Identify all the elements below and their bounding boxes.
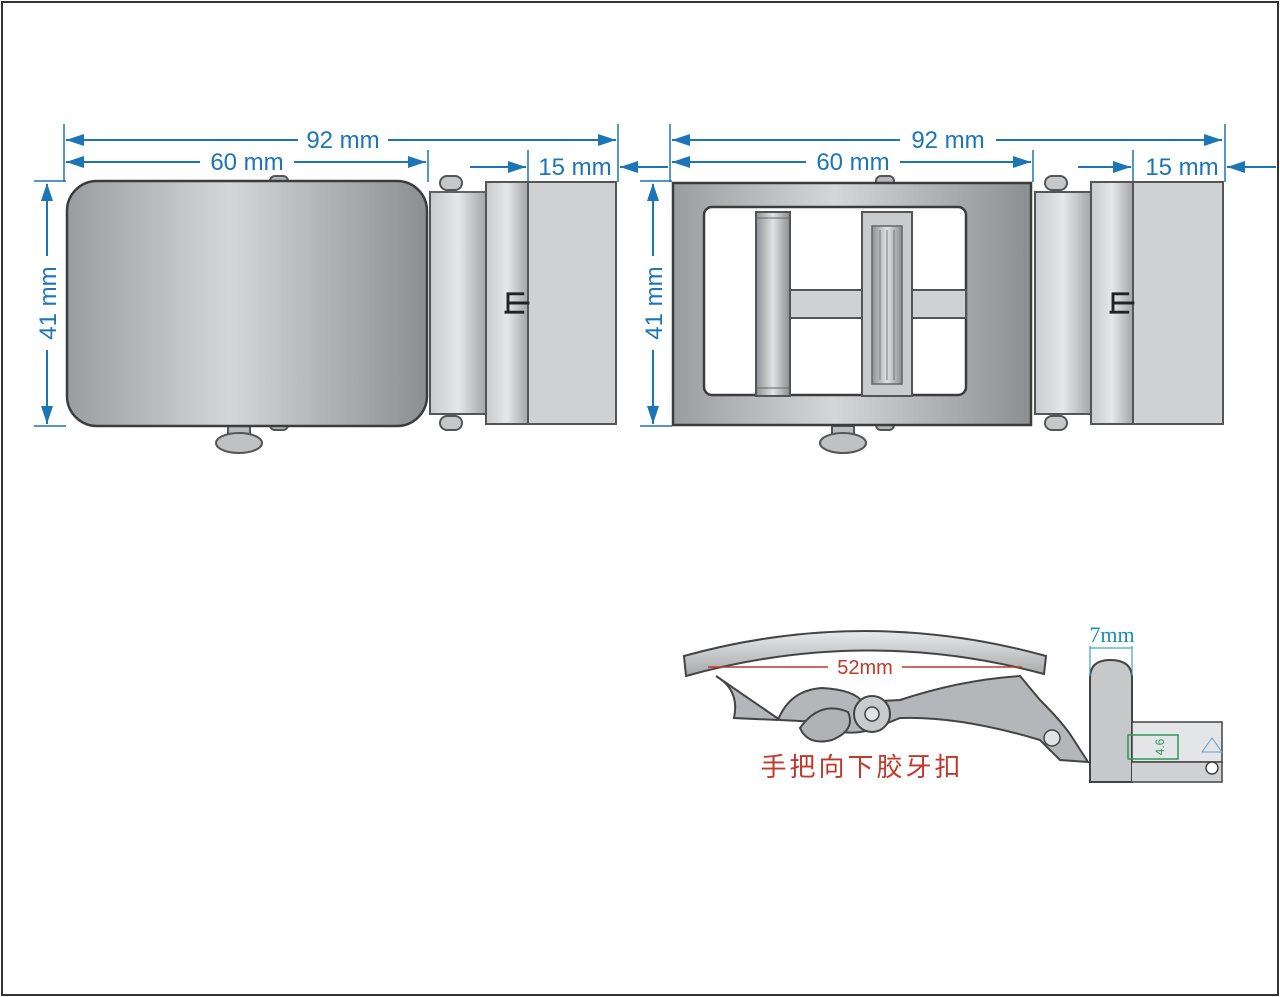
right-buckle-frame (671, 181, 1033, 427)
left-total-width-label: 92 mm (306, 127, 379, 154)
right-plate-width-label: 60 mm (816, 149, 889, 176)
left-plate-width-label: 60 mm (210, 149, 283, 176)
front-view-right: 92 mm 60 mm 15 mm 41 mm (640, 124, 1276, 454)
left-buckle-plate (65, 179, 429, 428)
front-view-left: 92 mm 60 mm 15 mm 41 mm (34, 124, 668, 454)
left-height-label: 41 mm (35, 266, 62, 339)
small-dimension-label: 4.6 (1153, 738, 1167, 755)
side-view-caption: 手把向下胶牙扣 (760, 753, 963, 783)
left-logo-glyph: 山 (500, 290, 530, 316)
roller-bar (755, 211, 791, 397)
curve-length-label: 52mm (837, 657, 893, 679)
clamp-width-label: 7mm (1089, 622, 1134, 647)
right-total-width-label: 92 mm (911, 127, 984, 154)
right-height-label: 41 mm (641, 266, 668, 339)
left-end-width-label: 15 mm (538, 154, 611, 181)
right-logo-glyph: 山 (1105, 290, 1135, 316)
right-end-width-label: 15 mm (1145, 154, 1218, 181)
side-profile-view: 52mm 4.6 7mm 手把向下胶牙扣 (682, 622, 1223, 783)
